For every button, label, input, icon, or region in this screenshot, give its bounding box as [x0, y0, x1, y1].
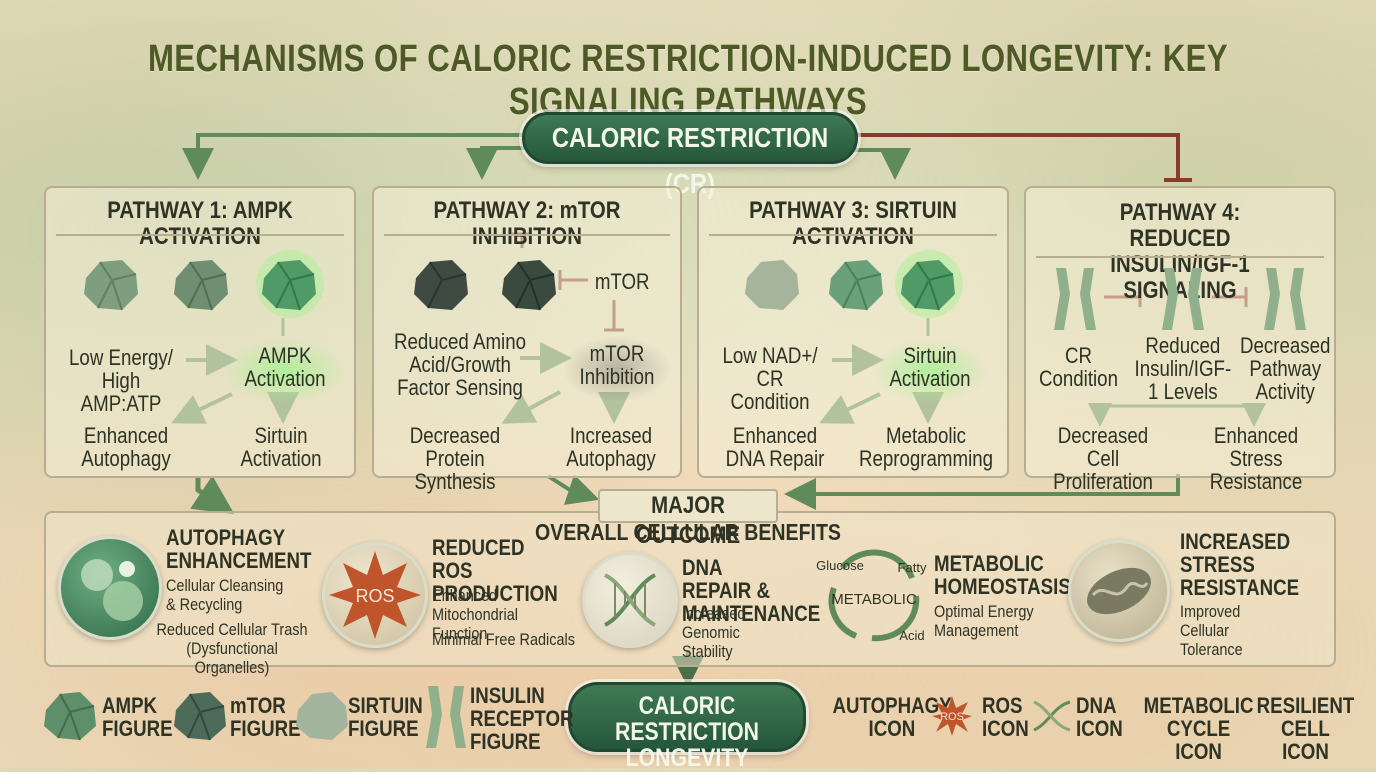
sirtuin-figure-1-icon: [745, 260, 799, 310]
pathway-1-out-right: Sirtuin Activation: [240, 423, 322, 471]
benefit-ros-line1: Enhanced Mitochondrial Function: [432, 586, 518, 643]
legend-ros-badge: ROS: [940, 711, 964, 723]
legend-dna-label: DNA ICON: [1076, 693, 1123, 741]
caloric-restriction-node: CALORIC RESTRICTION (CR): [522, 112, 858, 199]
pathway-4-panel: PATHWAY 4: REDUCED INSULIN/IGF-1 SIGNALI…: [1024, 186, 1336, 493]
metabolic-icon-acid: Acid: [899, 628, 924, 643]
pathway-4-title: PATHWAY 4: REDUCED INSULIN/IGF-1 SIGNALI…: [1110, 199, 1250, 304]
pathway-2-active: mTOR Inhibition: [562, 336, 672, 402]
benefit-metabolic-line1: Optimal Energy Management: [934, 602, 1034, 640]
pathway-4-step2: Reduced Insulin/IGF-1 Levels: [1134, 333, 1232, 404]
legend-metabolic-label: METABOLIC CYCLE ICON: [1143, 693, 1254, 764]
insulin-receptor-figures: [1054, 268, 1306, 330]
pathway-1-divider: [56, 234, 344, 236]
pathway-2-panel: PATHWAY 2: mTOR INHIBITION mTOR Reduced …: [372, 186, 682, 493]
benefit-dna-heading: DNA REPAIR & MAINTENANCE: [682, 555, 821, 626]
legend-autophagy-label: AUTOPHAGY ICON: [832, 693, 952, 741]
sirtuin-figure-3-icon: [895, 250, 963, 318]
pathway-4-out-left: Decreased Cell Proliferation: [1053, 423, 1153, 494]
benefit-autophagy-line2: Reduced Cellular Trash (Dysfunctional Or…: [156, 620, 308, 677]
legend-dna-icon: [1033, 700, 1071, 732]
mtor-figures: [414, 260, 556, 311]
benefit-autophagy-line1: Cellular Cleansing & Recycling: [166, 576, 284, 614]
legend-resilient-label: RESILIENT CELL ICON: [1256, 693, 1355, 764]
ampk-figures: [84, 250, 324, 318]
benefit-ros-heading: REDUCED ROS PRODUCTION: [432, 535, 558, 606]
legend-sirtuin-label: SIRTUIN FIGURE: [348, 693, 423, 741]
benefit-metabolic-heading: METABOLIC HOMEOSTASIS: [934, 551, 1071, 599]
mtor-inhibitor-label: mTOR: [594, 269, 650, 294]
benefit-stress-line1: Improved Cellular Tolerance: [1180, 602, 1243, 659]
pathway-2-title: PATHWAY 2: mTOR INHIBITION: [433, 197, 621, 250]
ros-icon-text: ROS: [355, 586, 394, 606]
pathway-1-input: Low Energy/ High AMP:ATP: [69, 345, 173, 416]
pathway-3-out-right: Metabolic Reprogramming: [858, 423, 994, 471]
pathway-2-out-left: Decreased Protein Synthesis: [409, 423, 501, 494]
pathway-1-title: PATHWAY 1: AMPK ACTIVATION: [107, 197, 293, 250]
ampk-figure-1-icon: [84, 260, 138, 311]
benefit-stress-heading: INCREASED STRESS RESISTANCE: [1180, 529, 1300, 600]
legend-ampk-label: AMPK FIGURE: [102, 693, 173, 741]
resilient-cell-icon: [1068, 540, 1170, 642]
caloric-restriction-longevity-node: CALORIC RESTRICTION LONGEVITY: [568, 682, 806, 771]
benefit-dna-line1: Increased Genomic Stability: [682, 604, 746, 661]
outcome-subtitle: OVERALL CELLULAR BENEFITS: [535, 519, 841, 545]
pathway-4-out-right: Enhanced Stress Resistance: [1209, 423, 1303, 494]
legend-mtor-label: mTOR FIGURE: [230, 693, 301, 741]
autophagy-icon: [58, 536, 162, 640]
mtor-figure-2-icon: [502, 260, 556, 311]
legend-sirtuin-icon: [296, 692, 348, 740]
legend-mtor-icon: [174, 692, 226, 741]
pathway-4-divider: [1036, 256, 1324, 258]
ampk-figure-3-icon: [256, 250, 324, 318]
pathway-1-out-left: Enhanced Autophagy: [81, 423, 171, 471]
insulin-receptor-1-icon: [1054, 268, 1096, 330]
pathway-4-step1: CR Condition: [1038, 343, 1118, 391]
insulin-receptor-2-icon: [1162, 268, 1204, 330]
benefit-autophagy-heading: AUTOPHAGY ENHANCEMENT: [166, 525, 312, 573]
sirtuin-figures: [745, 250, 963, 318]
legend-insulin-label: INSULIN RECEPTOR FIGURE: [470, 683, 574, 754]
insulin-receptor-3-icon: [1264, 268, 1306, 330]
benefit-ros-line2: Minimal Free Radicals: [432, 630, 575, 649]
pathway-3-panel: PATHWAY 3: SIRTUIN ACTIVATION Low NAD+/ …: [697, 186, 1009, 478]
pathway-1-active: AMPK Activation: [222, 338, 348, 404]
ampk-figure-2-icon: [174, 260, 228, 311]
pathway-3-input: Low NAD+/ CR Condition: [722, 343, 818, 414]
legend-ampk-icon: [44, 692, 96, 741]
pathway-4-step3: Decreased Pathway Activity: [1239, 333, 1331, 404]
dna-icon: [582, 552, 678, 648]
mtor-figure-1-icon: [414, 260, 468, 310]
pathway-2-out-right: Increased Autophagy: [566, 423, 656, 471]
page-title: MECHANISMS OF CALORIC RESTRICTION-INDUCE…: [147, 38, 1229, 123]
legend-ros-label: ROS ICON: [982, 693, 1029, 741]
pathway-1-panel: PATHWAY 1: AMPK ACTIVATION Low Energy/ H…: [44, 186, 356, 478]
pathway-3-out-left: Enhanced DNA Repair: [725, 423, 825, 471]
pathway-3-title: PATHWAY 3: SIRTUIN ACTIVATION: [749, 197, 957, 250]
legend-insulin-receptor-icon: [426, 686, 466, 748]
pathway-2-divider: [384, 234, 670, 236]
major-outcome-label: MAJOR OUTCOME: [598, 489, 778, 549]
pathway-3-divider: [709, 234, 997, 236]
metabolic-cycle-icon: METABOLIC Glucose Fatty Acid: [816, 549, 927, 643]
metabolic-icon-glucose: Glucose: [816, 558, 864, 573]
ros-icon: ROS: [322, 542, 428, 648]
pathway-2-input: Reduced Amino Acid/Growth Factor Sensing: [393, 329, 527, 400]
metabolic-icon-center: METABOLIC: [831, 591, 917, 608]
metabolic-icon-fatty: Fatty: [898, 560, 927, 575]
legend-ros-icon: ROS: [932, 696, 972, 736]
pathway-3-active: Sirtuin Activation: [871, 338, 989, 404]
sirtuin-figure-2-icon: [829, 260, 883, 311]
